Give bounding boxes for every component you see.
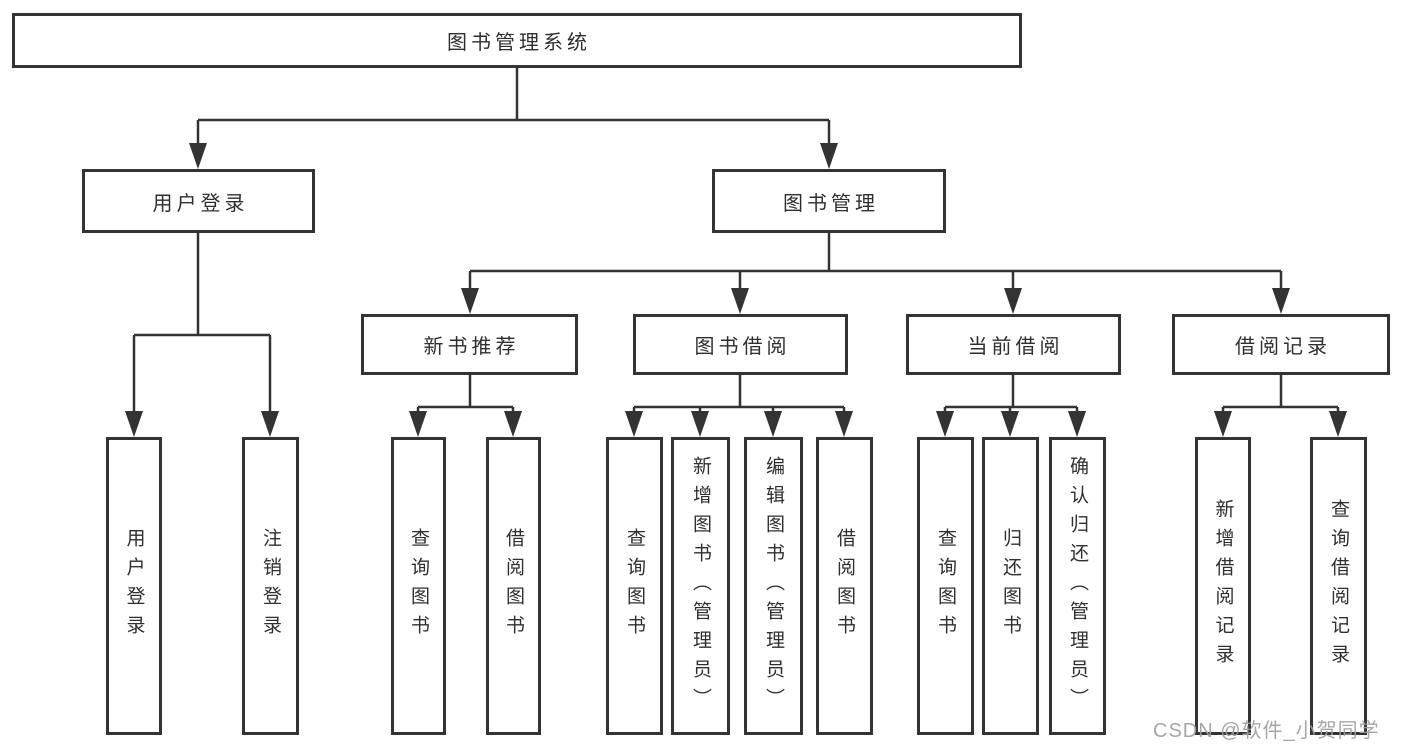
leaf-query-book-2: 查询图书 [606, 437, 663, 735]
leaf-label: 借阅图书 [834, 528, 855, 644]
node-book-borrowing: 图书借阅 [633, 314, 848, 375]
leaf-confirm-return-admin: 确认归还（管理员） [1049, 437, 1106, 735]
csdn-watermark: CSDN @软件_小贺同学 [1153, 720, 1380, 742]
node-label: 当前借阅 [967, 336, 1064, 358]
node-borrow-records: 借阅记录 [1172, 314, 1390, 375]
node-label: 图书管理系统 [447, 32, 591, 54]
node-new-book-recommend: 新书推荐 [361, 314, 578, 375]
node-book-management: 图书管理 [712, 169, 946, 233]
node-library-system: 图书管理系统 [12, 13, 1022, 68]
node-label: 图书管理 [783, 192, 879, 215]
leaf-add-borrow-record: 新增借阅记录 [1195, 437, 1251, 735]
leaf-label: 查询图书 [935, 528, 956, 644]
leaf-label: 查询图书 [624, 528, 645, 644]
leaf-label: 借阅图书 [503, 528, 524, 644]
leaf-query-book-3: 查询图书 [917, 437, 974, 735]
leaf-user-login: 用户登录 [106, 437, 162, 735]
node-label: 新书推荐 [423, 336, 520, 358]
leaf-label: 编辑图书（管理员） [763, 455, 784, 717]
leaf-query-book-1: 查询图书 [391, 437, 446, 735]
leaf-logout: 注销登录 [242, 437, 299, 735]
leaf-return-book: 归还图书 [982, 437, 1039, 735]
node-label: 借阅记录 [1235, 336, 1331, 358]
leaf-label: 用户登录 [123, 528, 145, 644]
arrowheads [125, 143, 1347, 437]
leaf-label: 新增图书（管理员） [690, 455, 711, 717]
leaf-label: 确认归还（管理员） [1067, 455, 1088, 717]
node-label: 图书借阅 [694, 336, 791, 358]
leaf-label: 新增借阅记录 [1212, 499, 1234, 673]
leaf-borrow-book-1: 借阅图书 [486, 437, 541, 735]
leaf-label: 查询借阅记录 [1328, 499, 1349, 673]
node-label: 用户登录 [152, 192, 249, 215]
leaf-borrow-book-2: 借阅图书 [816, 437, 873, 735]
node-current-borrowing: 当前借阅 [906, 314, 1121, 375]
leaf-label: 注销登录 [260, 528, 281, 644]
node-user-login: 用户登录 [82, 169, 315, 233]
leaf-edit-book-admin: 编辑图书（管理员） [744, 437, 803, 735]
leaf-add-book-admin: 新增图书（管理员） [671, 437, 730, 735]
leaf-label: 查询图书 [408, 528, 429, 644]
leaf-query-borrow-record: 查询借阅记录 [1310, 437, 1367, 735]
leaf-label: 归还图书 [1000, 528, 1021, 644]
